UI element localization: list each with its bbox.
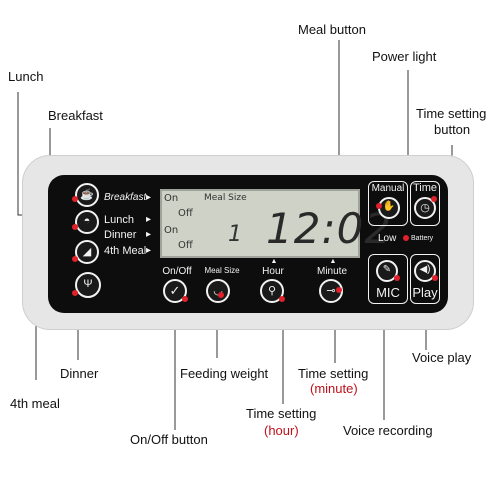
lcd-off-1: Off xyxy=(178,208,193,219)
manual-label: Manual xyxy=(371,183,405,194)
callout-feeding-weight: Feeding weight xyxy=(180,366,269,381)
cup-icon: ☕ xyxy=(80,189,94,201)
power-light xyxy=(403,235,409,241)
microphone-icon: ✎ xyxy=(382,264,392,275)
callout-voice-play: Voice play xyxy=(412,350,472,365)
mic-group xyxy=(368,254,408,304)
meal-size-label: Meal Size xyxy=(204,266,240,275)
lunch-arrow: ▸ xyxy=(146,214,152,225)
callout-time-hour-1: Time setting xyxy=(246,406,317,421)
manual-button[interactable]: ✋ xyxy=(378,197,400,219)
hour-button[interactable]: ⚲ xyxy=(260,279,284,303)
time-label: Time xyxy=(412,182,438,194)
play-label: Play xyxy=(412,285,438,300)
play-indicator xyxy=(432,275,438,281)
breakfast-button[interactable]: ☕ xyxy=(75,183,99,207)
lcd-off-2: Off xyxy=(178,240,193,251)
battery-label: Battery xyxy=(411,235,434,242)
play-group xyxy=(410,254,440,304)
low-label: Low xyxy=(378,233,397,244)
callout-meal-button: Meal button xyxy=(298,22,366,37)
callout-breakfast: Breakfast xyxy=(48,108,103,123)
callout-time-hour-2: (hour) xyxy=(264,423,299,438)
burger-icon: ◓ xyxy=(83,215,91,227)
minute-indicator xyxy=(336,287,342,293)
lcd-time: 12:02 xyxy=(266,204,393,253)
dinner-arrow: ▸ xyxy=(146,229,152,240)
hour-label: Hour xyxy=(262,266,284,277)
lunch-label: Lunch xyxy=(104,214,134,226)
key-up-icon: ⚲ xyxy=(267,285,277,297)
minute-label: Minute xyxy=(316,266,347,277)
dinner-indicator-light xyxy=(72,256,78,262)
fourth-meal-arrow: ▸ xyxy=(146,245,152,256)
chicken-icon: ◢ xyxy=(82,246,92,258)
meal-size-indicator xyxy=(218,292,224,298)
hour-indicator xyxy=(279,296,285,302)
time-group xyxy=(410,181,440,226)
meal-size-button[interactable]: ◡ xyxy=(206,279,230,303)
lunch-button[interactable]: ◓ xyxy=(75,210,99,234)
callout-voice-recording: Voice recording xyxy=(343,423,433,438)
callout-time-setting-button-1: Time setting xyxy=(416,106,487,121)
speaker-icon: ◀) xyxy=(419,264,431,275)
callout-time-minute-2: (minute) xyxy=(310,381,358,396)
fork-knife-icon: Ψ xyxy=(83,278,93,290)
lunch-indicator-light xyxy=(72,224,78,230)
play-button[interactable]: ◀) xyxy=(414,260,436,282)
callout-time-setting-button-2: button xyxy=(434,122,471,137)
bowl-icon: ◡ xyxy=(213,285,223,297)
onoff-indicator xyxy=(182,296,188,302)
lcd-meal-size: Meal Size xyxy=(204,193,247,203)
minute-button[interactable]: ⊸ xyxy=(319,279,343,303)
time-button[interactable]: ◷ xyxy=(414,197,436,219)
lcd-portion-count: 1 xyxy=(228,222,242,247)
mic-indicator xyxy=(394,275,400,281)
hour-up-icon: ▲ xyxy=(270,258,278,265)
callout-fourth-meal: 4th meal xyxy=(10,396,60,411)
mic-button[interactable]: ✎ xyxy=(376,260,398,282)
lcd-display xyxy=(160,189,360,258)
callout-time-minute-1: Time setting xyxy=(298,366,369,381)
manual-indicator xyxy=(376,203,382,209)
dinner-label: Dinner xyxy=(104,229,137,241)
minute-up-icon: ▲ xyxy=(329,258,337,265)
fourth-meal-indicator-light xyxy=(72,290,78,296)
onoff-label: On/Off xyxy=(162,266,192,277)
breakfast-arrow: ▸ xyxy=(146,192,152,203)
time-indicator xyxy=(431,196,437,202)
manual-group xyxy=(368,181,408,226)
hand-icon: ✋ xyxy=(382,201,396,212)
fourth-meal-button[interactable]: Ψ xyxy=(75,272,101,298)
lcd-on-1: On xyxy=(164,193,179,204)
callout-lunch: Lunch xyxy=(8,69,44,84)
check-icon: ✓ xyxy=(169,283,181,298)
callout-power-light: Power light xyxy=(372,49,437,64)
fourth-meal-label: 4th Meal xyxy=(104,245,147,257)
callout-dinner: Dinner xyxy=(60,366,99,381)
breakfast-label: Breakfast xyxy=(104,192,147,203)
lcd-on-2: On xyxy=(164,225,179,236)
key-right-icon: ⊸ xyxy=(326,285,336,297)
dinner-button[interactable]: ◢ xyxy=(75,240,99,264)
callout-onoff-button: On/Off button xyxy=(130,432,208,447)
mic-label: MIC xyxy=(376,285,400,300)
breakfast-indicator-light xyxy=(72,196,78,202)
clock-icon: ◷ xyxy=(420,202,430,214)
